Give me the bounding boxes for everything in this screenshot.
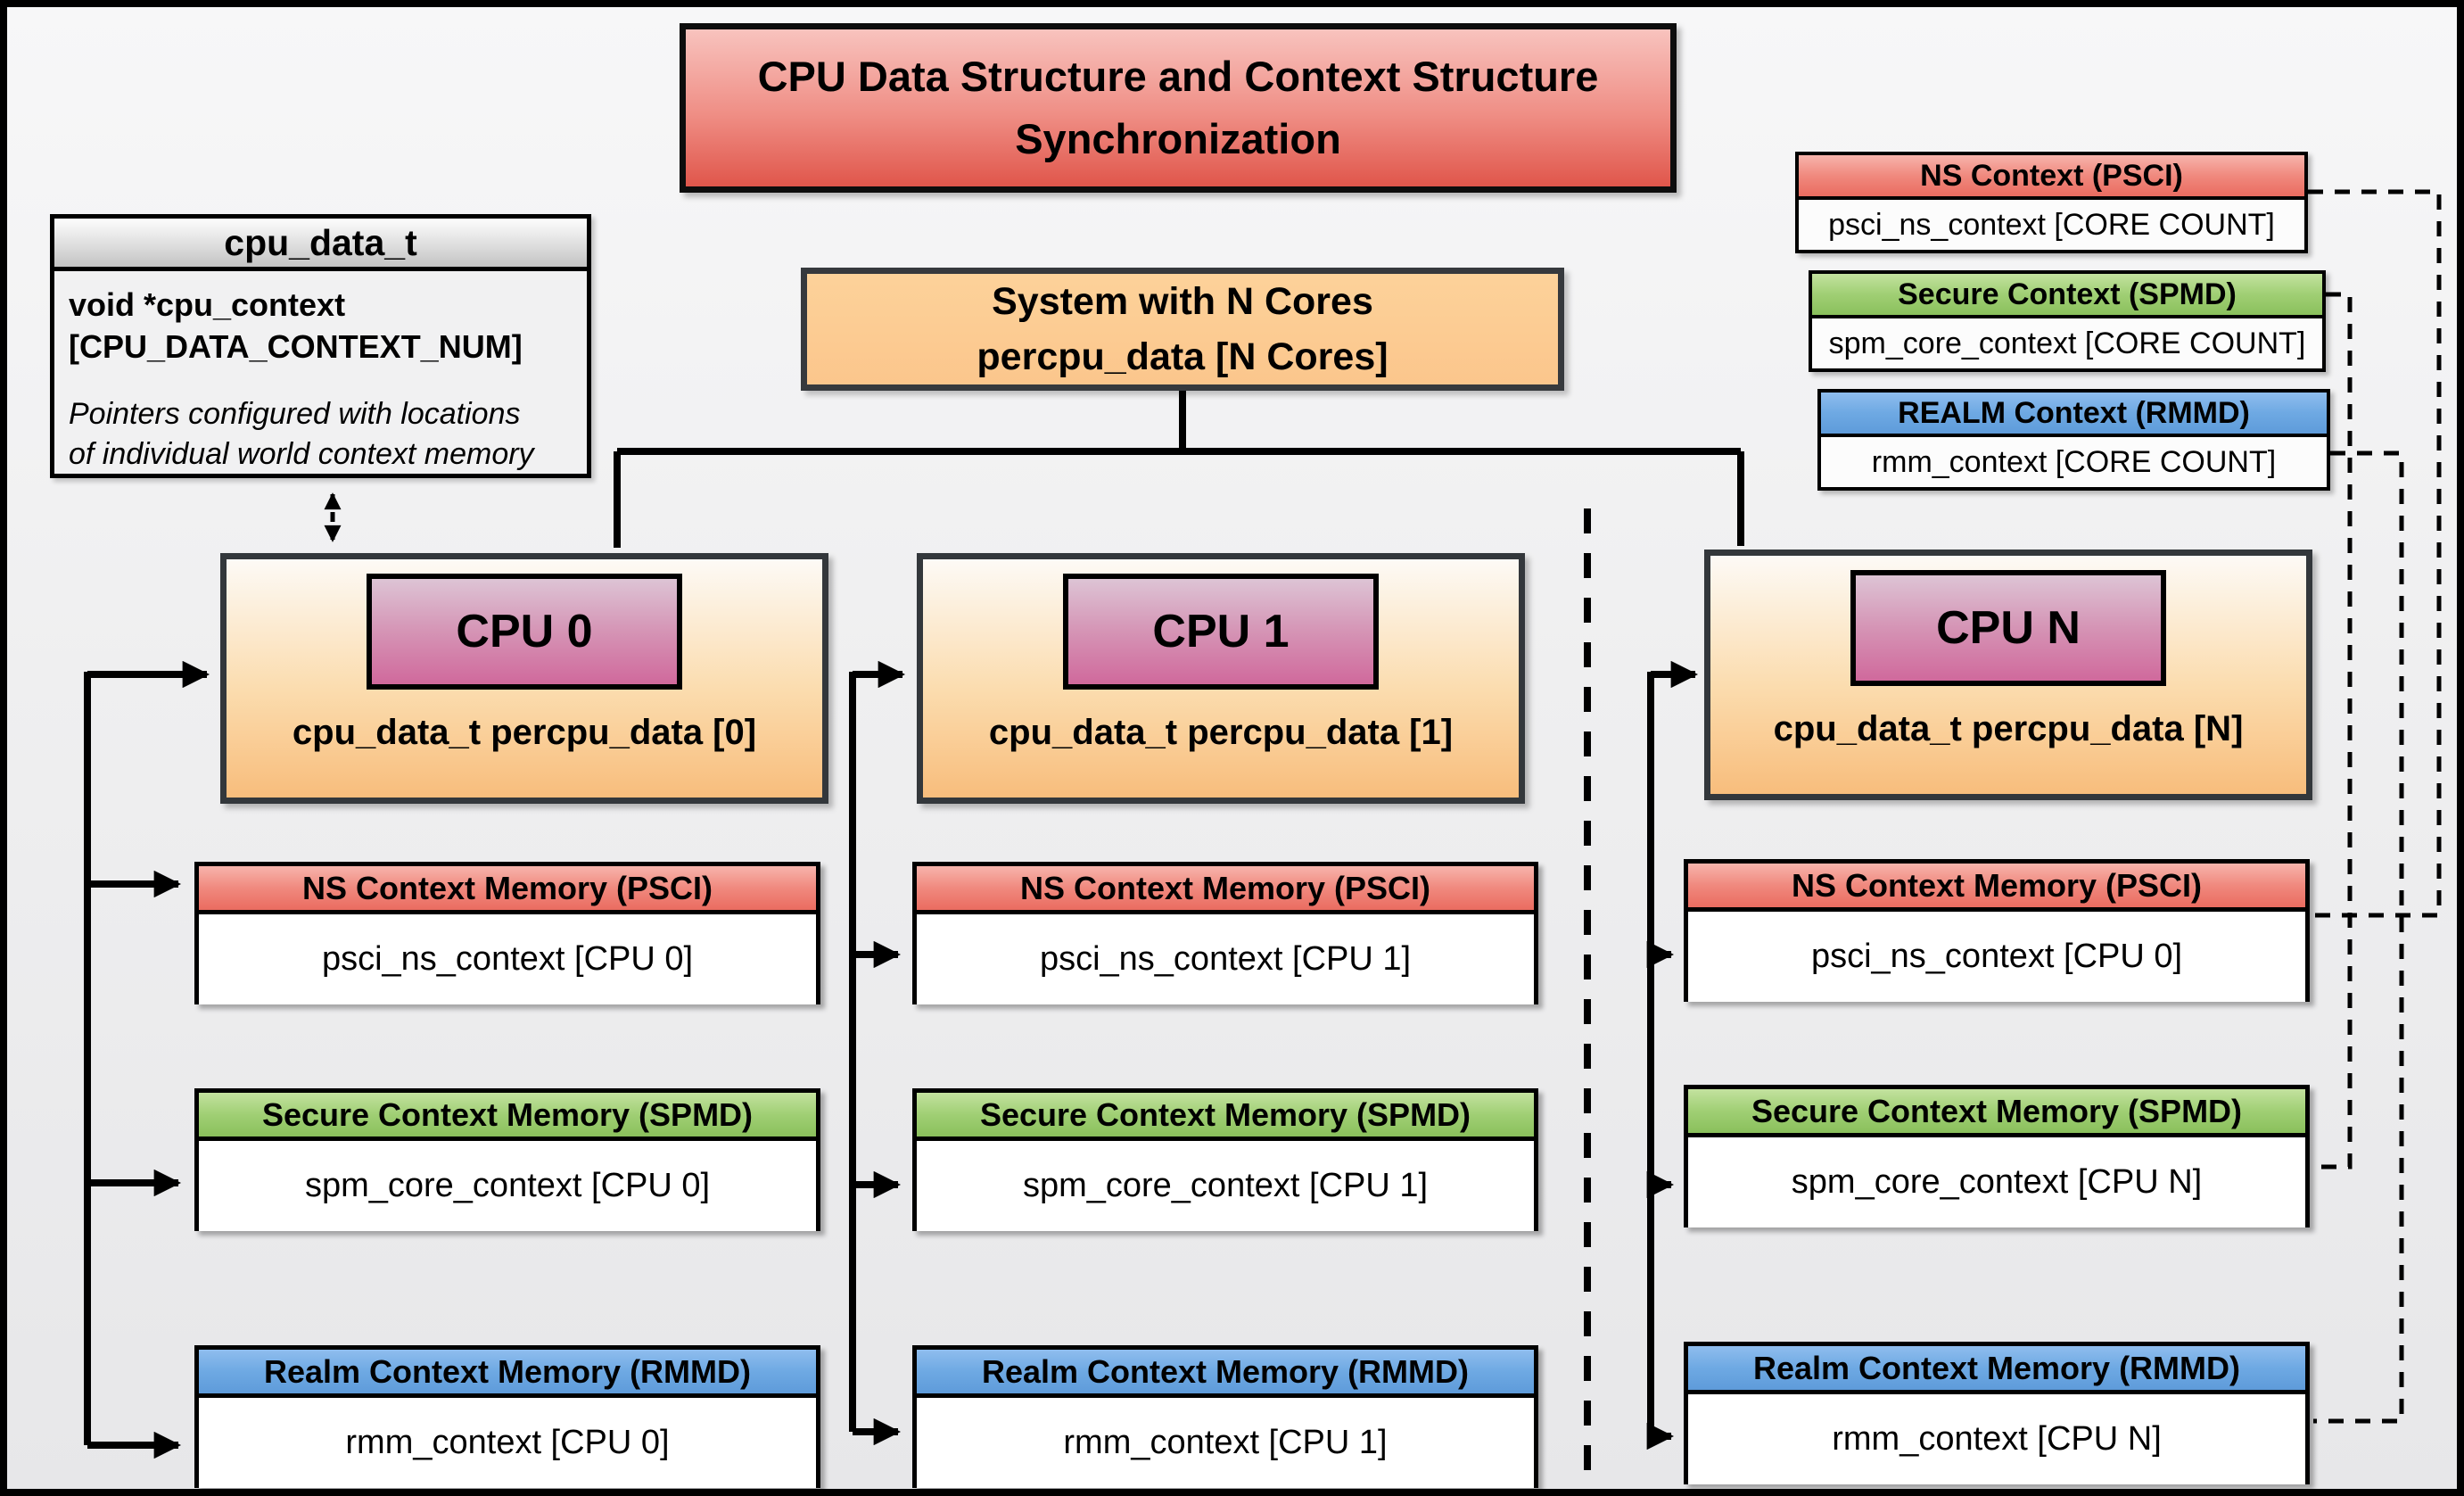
cpu0-ns-header: NS Context Memory (PSCI) bbox=[199, 866, 816, 914]
cpu0-chip: CPU 0 bbox=[367, 574, 682, 690]
legend-secure-context: Secure Context (SPMD) spm_core_context [… bbox=[1809, 270, 2326, 372]
cpu1-realm-memory-box: Realm Context Memory (RMMD) rmm_context … bbox=[912, 1345, 1538, 1488]
cpu0-box: CPU 0 cpu_data_t percpu_data [0] bbox=[220, 553, 828, 804]
system-box: System with N Cores percpu_data [N Cores… bbox=[801, 268, 1564, 391]
legend-ns-context: NS Context (PSCI) psci_ns_context [CORE … bbox=[1795, 152, 2308, 253]
diagram-title-line2: Synchronization bbox=[1015, 115, 1341, 162]
cpu-data-t-struct-box: cpu_data_t void *cpu_context [CPU_DATA_C… bbox=[50, 214, 591, 478]
cpu0-ns-memory-box: NS Context Memory (PSCI) psci_ns_context… bbox=[194, 862, 820, 1004]
cpu-data-t-header: cpu_data_t bbox=[54, 219, 587, 271]
cpun-realm-body: rmm_context [CPU N] bbox=[1688, 1394, 2305, 1484]
cpu1-data-label: cpu_data_t percpu_data [1] bbox=[988, 713, 1454, 752]
legend-ns-body: psci_ns_context [CORE COUNT] bbox=[1799, 200, 2304, 250]
cpu1-ns-header: NS Context Memory (PSCI) bbox=[917, 866, 1534, 914]
cpun-ns-header: NS Context Memory (PSCI) bbox=[1688, 864, 2305, 912]
cpu-data-t-decl-line1: void *cpu_context bbox=[69, 286, 346, 323]
legend-secure-body: spm_core_context [CORE COUNT] bbox=[1812, 318, 2322, 368]
cpu0-secure-memory-box: Secure Context Memory (SPMD) spm_core_co… bbox=[194, 1088, 820, 1231]
cpu0-ns-body: psci_ns_context [CPU 0] bbox=[199, 914, 816, 1004]
legend-realm-context: REALM Context (RMMD) rmm_context [CORE C… bbox=[1817, 389, 2330, 491]
cpu1-ns-memory-box: NS Context Memory (PSCI) psci_ns_context… bbox=[912, 862, 1538, 1004]
cpu-data-t-note-line2: of individual world context memory bbox=[69, 437, 534, 471]
diagram-title: CPU Data Structure and Context Structure… bbox=[680, 23, 1677, 193]
cpu0-realm-memory-box: Realm Context Memory (RMMD) rmm_context … bbox=[194, 1345, 820, 1488]
legend-secure-header: Secure Context (SPMD) bbox=[1812, 274, 2322, 318]
legend-realm-header: REALM Context (RMMD) bbox=[1821, 393, 2327, 437]
cpu1-secure-memory-box: Secure Context Memory (SPMD) spm_core_co… bbox=[912, 1088, 1538, 1231]
cpu0-secure-header: Secure Context Memory (SPMD) bbox=[199, 1093, 816, 1141]
cpu1-ns-body: psci_ns_context [CPU 1] bbox=[917, 914, 1534, 1004]
cpu1-secure-body: spm_core_context [CPU 1] bbox=[917, 1141, 1534, 1231]
cpu0-realm-body: rmm_context [CPU 0] bbox=[199, 1398, 816, 1488]
cpu-data-t-note-line1: Pointers configured with locations bbox=[69, 397, 521, 431]
cpun-secure-body: spm_core_context [CPU N] bbox=[1688, 1137, 2305, 1227]
system-branch-lines bbox=[614, 384, 1744, 548]
cpu1-realm-header: Realm Context Memory (RMMD) bbox=[917, 1350, 1534, 1398]
cpun-realm-memory-box: Realm Context Memory (RMMD) rmm_context … bbox=[1684, 1342, 2310, 1484]
diagram-title-line1: CPU Data Structure and Context Structure bbox=[757, 53, 1599, 100]
legend-realm-body: rmm_context [CORE COUNT] bbox=[1821, 437, 2327, 487]
cpu-data-t-body: void *cpu_context [CPU_DATA_CONTEXT_NUM]… bbox=[54, 271, 587, 475]
system-box-line1: System with N Cores bbox=[992, 280, 1373, 323]
cpun-ns-body: psci_ns_context [CPU 0] bbox=[1688, 912, 2305, 1002]
cpun-secure-header: Secure Context Memory (SPMD) bbox=[1688, 1089, 2305, 1137]
realm-legend-link-dashed bbox=[2313, 450, 2404, 1424]
legend-ns-header: NS Context (PSCI) bbox=[1799, 155, 2304, 200]
cpun-ns-memory-box: NS Context Memory (PSCI) psci_ns_context… bbox=[1684, 859, 2310, 1002]
secure-legend-link-dashed bbox=[2313, 292, 2353, 1170]
cpu0-data-label: cpu_data_t percpu_data [0] bbox=[292, 713, 757, 752]
cpun-realm-header: Realm Context Memory (RMMD) bbox=[1688, 1346, 2305, 1394]
connector-layer bbox=[84, 189, 2442, 1489]
cpu0-realm-header: Realm Context Memory (RMMD) bbox=[199, 1350, 816, 1398]
system-box-line2: percpu_data [N Cores] bbox=[977, 335, 1389, 378]
cpun-secure-memory-box: Secure Context Memory (SPMD) spm_core_co… bbox=[1684, 1085, 2310, 1227]
cpun-data-label: cpu_data_t percpu_data [N] bbox=[1773, 709, 2244, 748]
cpu0-secure-body: spm_core_context [CPU 0] bbox=[199, 1141, 816, 1231]
cpu1-secure-header: Secure Context Memory (SPMD) bbox=[917, 1093, 1534, 1141]
cpun-chip: CPU N bbox=[1850, 570, 2166, 686]
cpu-data-t-decl-line2: [CPU_DATA_CONTEXT_NUM] bbox=[69, 328, 523, 365]
cpu1-chip: CPU 1 bbox=[1063, 574, 1379, 690]
ns-legend-link-dashed bbox=[2308, 189, 2442, 918]
cpu1-realm-body: rmm_context [CPU 1] bbox=[917, 1398, 1534, 1488]
cpu1-box: CPU 1 cpu_data_t percpu_data [1] bbox=[917, 553, 1525, 804]
cpun-box: CPU N cpu_data_t percpu_data [N] bbox=[1704, 550, 2312, 800]
